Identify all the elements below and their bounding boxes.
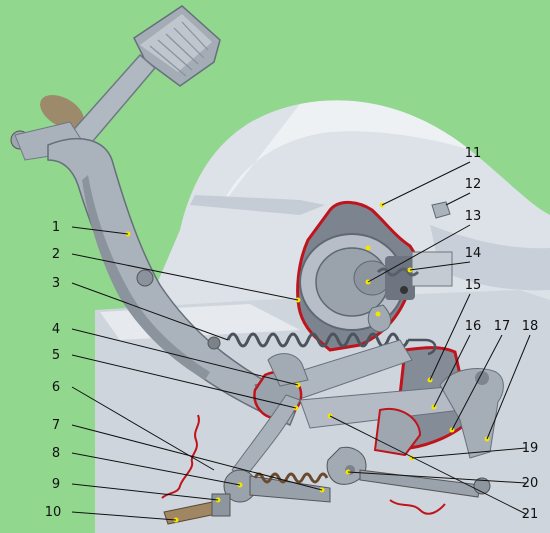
callout-label-10: 10 bbox=[45, 505, 62, 520]
callout-leader-17 bbox=[451, 334, 503, 431]
callout-leader-20 bbox=[347, 471, 527, 484]
callout-label-3: 3 bbox=[52, 276, 60, 291]
callout-label-2: 2 bbox=[52, 247, 60, 262]
callout-leader-9 bbox=[71, 483, 219, 501]
callout-leader-8 bbox=[71, 452, 241, 486]
callout-leader-4 bbox=[71, 328, 299, 386]
callout-label-13: 13 bbox=[465, 209, 482, 224]
callout-label-4: 4 bbox=[52, 322, 60, 337]
callout-leader-7 bbox=[71, 424, 323, 491]
callout-label-14: 14 bbox=[465, 246, 482, 261]
callout-label-7: 7 bbox=[52, 418, 60, 433]
callout-leader-14 bbox=[409, 261, 471, 271]
callout-leader-10 bbox=[71, 511, 177, 521]
callout-label-5: 5 bbox=[52, 348, 60, 363]
callout-label-19: 19 bbox=[522, 441, 539, 456]
release-bearing bbox=[299, 201, 453, 333]
callout-leader-18 bbox=[486, 334, 531, 440]
callout-leader-3 bbox=[71, 282, 229, 341]
callout-label-8: 8 bbox=[52, 446, 60, 461]
cut-lines bbox=[161, 414, 446, 515]
pull-rod bbox=[163, 394, 491, 525]
callout-label-6: 6 bbox=[52, 380, 60, 395]
callout-label-17: 17 bbox=[494, 319, 511, 334]
cross-shaft bbox=[253, 339, 504, 459]
callout-leader-12 bbox=[445, 192, 471, 206]
callout-leader-21 bbox=[329, 415, 527, 515]
callout-leader-15 bbox=[429, 293, 471, 381]
callout-label-11: 11 bbox=[465, 146, 482, 161]
callout-leader-11 bbox=[381, 161, 471, 206]
callout-label-15: 15 bbox=[465, 278, 482, 293]
callout-leader-19 bbox=[411, 447, 527, 459]
return-spring bbox=[226, 332, 437, 356]
clutch-pedal bbox=[10, 5, 301, 426]
callout-label-18: 18 bbox=[522, 319, 539, 334]
callout-label-16: 16 bbox=[465, 319, 482, 334]
callout-leader-2 bbox=[71, 253, 299, 301]
callout-leader-1 bbox=[71, 226, 129, 235]
callout-label-21: 21 bbox=[522, 507, 539, 522]
callout-label-20: 20 bbox=[522, 476, 539, 491]
callout-label-1: 1 bbox=[52, 220, 60, 235]
callout-label-12: 12 bbox=[465, 177, 482, 192]
callout-leader-16 bbox=[433, 334, 471, 408]
callout-leader-13 bbox=[367, 224, 471, 283]
callout-leader-5 bbox=[71, 354, 297, 409]
callout-label-9: 9 bbox=[52, 477, 60, 492]
